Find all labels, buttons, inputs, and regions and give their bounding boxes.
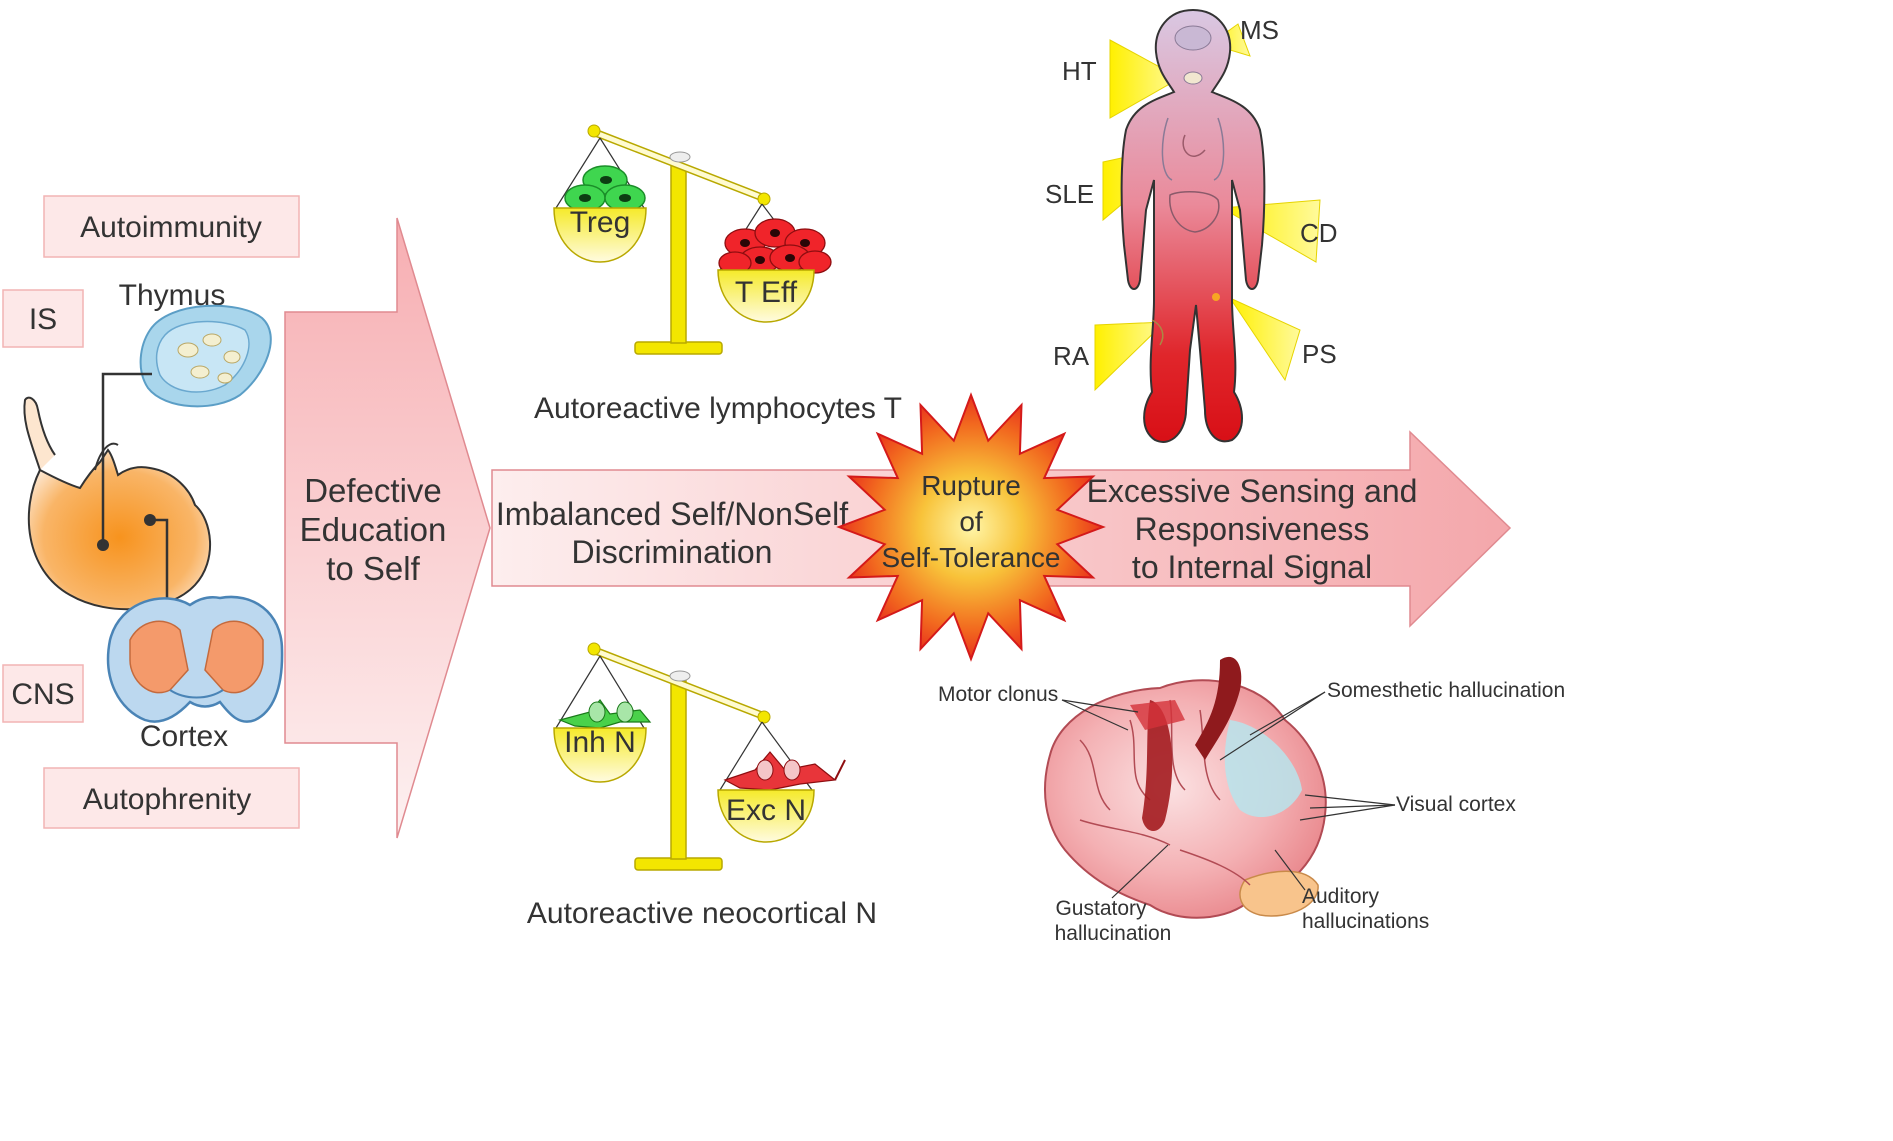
cd-label: CD (1300, 218, 1338, 248)
right-arrow-line2: Responsiveness (1135, 511, 1370, 547)
embryo-illustration (23, 396, 211, 611)
burst-star (836, 392, 1106, 662)
body-silhouette (1120, 8, 1266, 443)
burst-line1: Rupture (921, 470, 1021, 501)
auditory-line2: hallucinations (1302, 910, 1429, 933)
inh-label: Inh N (564, 726, 636, 759)
ps-label: PS (1302, 339, 1337, 369)
treg-label: Treg (570, 206, 631, 239)
arrow1-line3: to Self (326, 550, 420, 587)
is-box (2, 289, 84, 348)
ra-label: RA (1053, 341, 1090, 371)
center-arrow-line2: Discrimination (572, 534, 773, 570)
cortex-connector (150, 518, 169, 615)
teff-cells (718, 218, 832, 275)
exc-label: Exc N (726, 794, 806, 827)
burst-line2: of (959, 506, 983, 537)
autoimmunity-label: Autoimmunity (80, 211, 262, 244)
ht-label: HT (1062, 56, 1097, 86)
teff-label: T Eff (735, 276, 798, 309)
autophrenity-box (43, 767, 300, 829)
right-arrow-line1: Excessive Sensing and (1087, 473, 1418, 509)
bottom-scale-caption: Autoreactive neocortical N (527, 897, 877, 930)
cortex-illustration (106, 595, 284, 723)
excitatory-neurons (723, 751, 846, 791)
defective-education-arrow: Defective Education to Self (284, 217, 491, 839)
thymus-illustration (139, 304, 272, 408)
sle-label: SLE (1045, 179, 1094, 209)
human-body-figure: MS HT SLE CD RA PS (1045, 8, 1338, 443)
thymus-connector (101, 372, 152, 545)
motor-clonus-label: Motor clonus (938, 683, 1058, 706)
ms-label: MS (1240, 15, 1279, 45)
treg-cells (564, 165, 646, 212)
cortex-label: Cortex (140, 720, 228, 753)
center-arrow-line1: Imbalanced Self/NonSelf (496, 496, 848, 532)
cns-label: CNS (11, 678, 74, 711)
motor-strip (1142, 700, 1173, 832)
neuron-balance-scale: Inh N Exc N Autoreactive neocortical N (527, 642, 877, 930)
brain-figure: Motor clonus Somesthetic hallucination V… (938, 656, 1565, 945)
is-label: IS (29, 303, 57, 336)
auditory-line1: Auditory (1302, 885, 1380, 908)
homunculus-head (1195, 656, 1242, 760)
lymphocyte-balance-scale: Treg T Eff Autoreactive lymphocytes T (534, 124, 902, 425)
autophrenity-label: Autophrenity (83, 783, 251, 816)
top-scale-caption: Autoreactive lymphocytes T (534, 392, 902, 425)
arrow1-line2: Education (300, 511, 447, 548)
right-arrow-line3: to Internal Signal (1132, 549, 1372, 585)
left-panel: Autoimmunity IS Thymus (2, 195, 300, 829)
cns-box (2, 664, 84, 723)
somesthetic-label: Somesthetic hallucination (1327, 679, 1565, 702)
gustatory-line2: hallucination (1055, 922, 1172, 945)
gustatory-line1: Gustatory (1055, 897, 1147, 920)
inhibitory-neurons (558, 699, 652, 729)
visual-cortex-label: Visual cortex (1396, 793, 1516, 816)
autoimmunity-box (43, 195, 300, 258)
rupture-burst: Rupture of Self-Tolerance (836, 392, 1106, 662)
arrow1-line1: Defective (304, 472, 442, 509)
burst-line3: Self-Tolerance (882, 542, 1061, 573)
